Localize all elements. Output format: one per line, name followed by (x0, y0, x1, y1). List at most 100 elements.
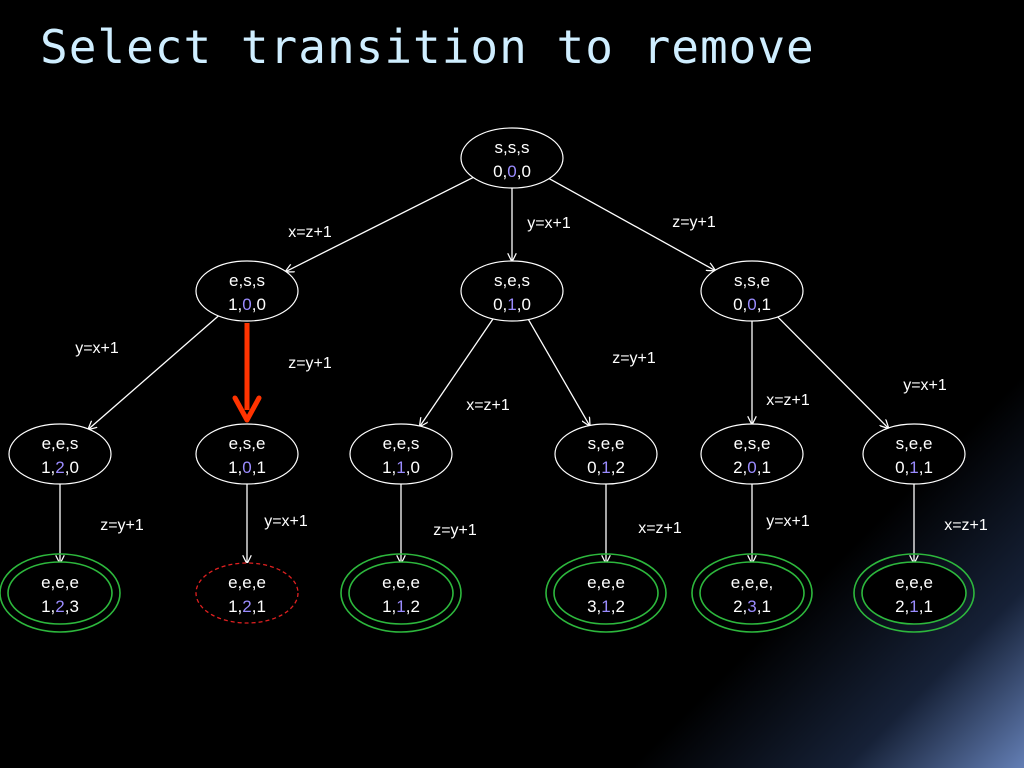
edge-n1-n4[interactable]: y=x+1 (75, 315, 219, 429)
value-0: 1 (41, 458, 50, 477)
transition-arrow[interactable] (548, 178, 715, 271)
transition-label: z=y+1 (288, 355, 332, 372)
state-outline (349, 423, 453, 485)
value-1: 1 (909, 597, 918, 616)
value-separator: , (743, 458, 748, 477)
state-node-n2[interactable]: s,e,s0,1,0 (460, 260, 564, 322)
transition-arrow[interactable] (527, 319, 589, 425)
state-values: 1,2,0 (41, 458, 79, 477)
value-separator: , (597, 458, 602, 477)
state-node-n10[interactable]: e,e,e1,2,3 (0, 553, 121, 633)
value-0: 3 (587, 597, 596, 616)
edge-n0-n3[interactable]: z=y+1 (548, 178, 716, 271)
state-label: s,e,e (588, 434, 625, 453)
edge-n2-n6[interactable]: x=z+1 (420, 318, 510, 426)
state-label: e,s,s (229, 271, 265, 290)
state-values: 2,1,1 (895, 597, 933, 616)
final-state-outer-ring (691, 553, 813, 633)
value-1: 1 (396, 597, 405, 616)
state-node-n15[interactable]: e,e,e 2,1,1 (853, 553, 975, 633)
value-separator: , (905, 458, 910, 477)
state-label: e,e,s (383, 434, 420, 453)
value-separator: , (517, 295, 522, 314)
value-separator: , (757, 295, 762, 314)
transition-label: y=x+1 (264, 513, 308, 530)
value-separator: , (65, 458, 70, 477)
edge-n2-n7[interactable]: z=y+1 (527, 319, 656, 425)
transition-label: y=x+1 (903, 377, 947, 394)
value-1: 3 (747, 597, 756, 616)
value-separator: , (919, 458, 924, 477)
state-node-n6[interactable]: e,e,s1,1,0 (349, 423, 453, 485)
value-2: 0 (69, 458, 78, 477)
transition-label: z=y+1 (612, 350, 656, 367)
state-label: e,e,e (228, 573, 266, 592)
value-0: 1 (382, 458, 391, 477)
state-outline (460, 260, 564, 322)
state-node-n13[interactable]: e,e,e3,1,2 (545, 553, 667, 633)
edge-n1-n5[interactable]: z=y+1 (232, 323, 332, 423)
value-separator: , (517, 162, 522, 181)
value-separator: , (743, 597, 748, 616)
value-0: 0 (733, 295, 742, 314)
state-node-n12[interactable]: e,e,e1,1,2 (340, 553, 462, 633)
transition-arrow[interactable] (420, 318, 494, 426)
value-separator: , (238, 295, 243, 314)
value-separator: , (65, 597, 70, 616)
edge-n5-n11[interactable]: y=x+1 (247, 484, 308, 563)
value-separator: , (51, 597, 56, 616)
state-node-n14[interactable]: e,e,e,2,3,1 (691, 553, 813, 633)
value-separator: , (406, 458, 411, 477)
state-node-n5[interactable]: e,s,e1,0,1 (195, 423, 299, 485)
transition-label: y=x+1 (766, 513, 810, 530)
transition-arrow[interactable] (777, 316, 889, 428)
final-state-outer-ring (545, 553, 667, 633)
state-node-n8[interactable]: e,s,e2,0,1 (700, 423, 804, 485)
value-0: 0 (587, 458, 596, 477)
transition-arrow[interactable] (286, 176, 474, 271)
transition-arrow[interactable] (89, 315, 219, 429)
edge-n6-n12[interactable]: z=y+1 (401, 484, 477, 563)
edge-n0-n1[interactable]: x=z+1 (286, 176, 474, 271)
state-node-n4[interactable]: e,e,s1,2,0 (8, 423, 112, 485)
value-separator: , (743, 295, 748, 314)
value-separator: , (252, 458, 257, 477)
state-node-n11[interactable]: e,e,e1,2,1 (195, 562, 299, 624)
value-1: 2 (55, 458, 64, 477)
edge-n7-n13[interactable]: x=z+1 (606, 484, 682, 563)
edge-n3-n9[interactable]: y=x+1 (777, 316, 947, 428)
state-node-n3[interactable]: s,s,e0,0,1 (700, 260, 804, 322)
value-0: 0 (895, 458, 904, 477)
edge-n8-n14[interactable]: y=x+1 (752, 484, 810, 563)
value-1: 0 (747, 458, 756, 477)
transition-label: x=z+1 (944, 517, 988, 534)
value-separator: , (503, 162, 508, 181)
state-label: e,e,e (587, 573, 625, 592)
edge-n9-n15[interactable]: x=z+1 (914, 484, 988, 563)
transition-label: x=z+1 (766, 392, 810, 409)
value-2: 1 (923, 597, 932, 616)
value-separator: , (406, 597, 411, 616)
state-node-n9[interactable]: s,e,e0,1,1 (862, 423, 966, 485)
removed-state-outline (195, 562, 299, 624)
value-separator: , (503, 295, 508, 314)
state-label: s,e,e (896, 434, 933, 453)
edge-n0-n2[interactable]: y=x+1 (512, 188, 571, 261)
state-node-n1[interactable]: e,s,s1,0,0 (195, 260, 299, 322)
state-label: e,e,e, (731, 573, 774, 592)
value-2: 0 (521, 295, 530, 314)
state-label: s,e,s (494, 271, 530, 290)
edge-n3-n8[interactable]: x=z+1 (752, 321, 810, 424)
state-node-n7[interactable]: s,e,e0,1,2 (554, 423, 658, 485)
final-state-outer-ring (340, 553, 462, 633)
edge-n4-n10[interactable]: z=y+1 (60, 484, 144, 563)
state-node-n0[interactable]: s,s,s0,0,0 (460, 127, 564, 189)
value-1: 1 (601, 458, 610, 477)
value-0: 2 (733, 458, 742, 477)
state-label: e,e,e (895, 573, 933, 592)
state-outline (460, 127, 564, 189)
value-1: 2 (242, 597, 251, 616)
value-separator: , (905, 597, 910, 616)
value-separator: , (51, 458, 56, 477)
